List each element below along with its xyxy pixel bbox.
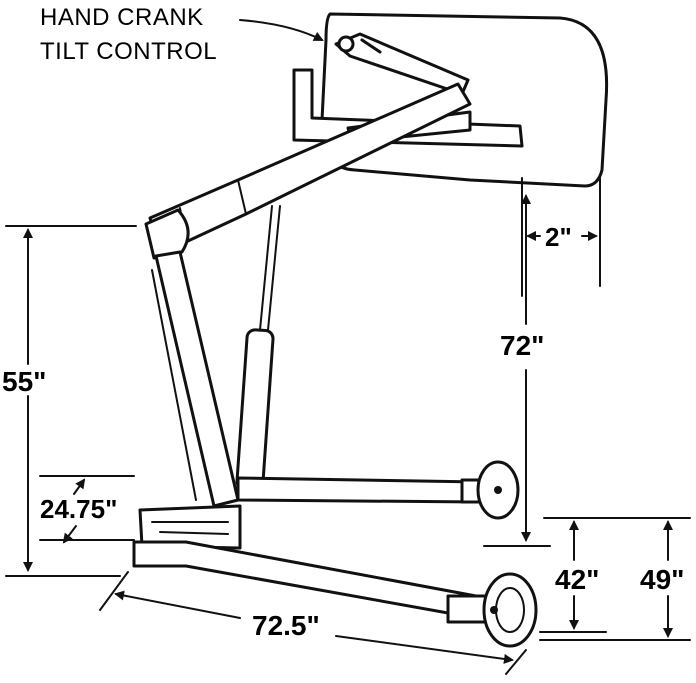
dim-24-75-label: 24.75" bbox=[40, 494, 118, 524]
front-leg bbox=[132, 540, 538, 648]
tilt-control-pointer bbox=[239, 19, 324, 41]
dim-49-label: 49" bbox=[640, 564, 685, 595]
rear-leg bbox=[236, 460, 520, 520]
dim-2-label: 2" bbox=[545, 222, 572, 252]
tilt-control-linkage bbox=[334, 32, 470, 96]
tilt-control-label-line2: TILT CONTROL bbox=[40, 38, 218, 65]
boom-arm bbox=[144, 82, 472, 260]
dim-55-label: 55" bbox=[2, 366, 47, 397]
dim-24-75-lines bbox=[39, 475, 135, 544]
dim-42-label: 42" bbox=[555, 564, 600, 595]
dim-72-lines bbox=[483, 194, 551, 547]
base-frame bbox=[138, 504, 242, 550]
dim-72-5-lines bbox=[99, 571, 527, 675]
tilt-control-label-line1: HAND CRANK bbox=[40, 4, 204, 31]
dim-55-lines bbox=[5, 225, 137, 577]
actuator-cylinder bbox=[235, 205, 281, 492]
dim-72-5-label: 72.5" bbox=[252, 610, 320, 641]
mast bbox=[151, 250, 240, 508]
dim-72-label: 72" bbox=[500, 330, 545, 361]
dim-42-49-lines bbox=[539, 517, 691, 641]
